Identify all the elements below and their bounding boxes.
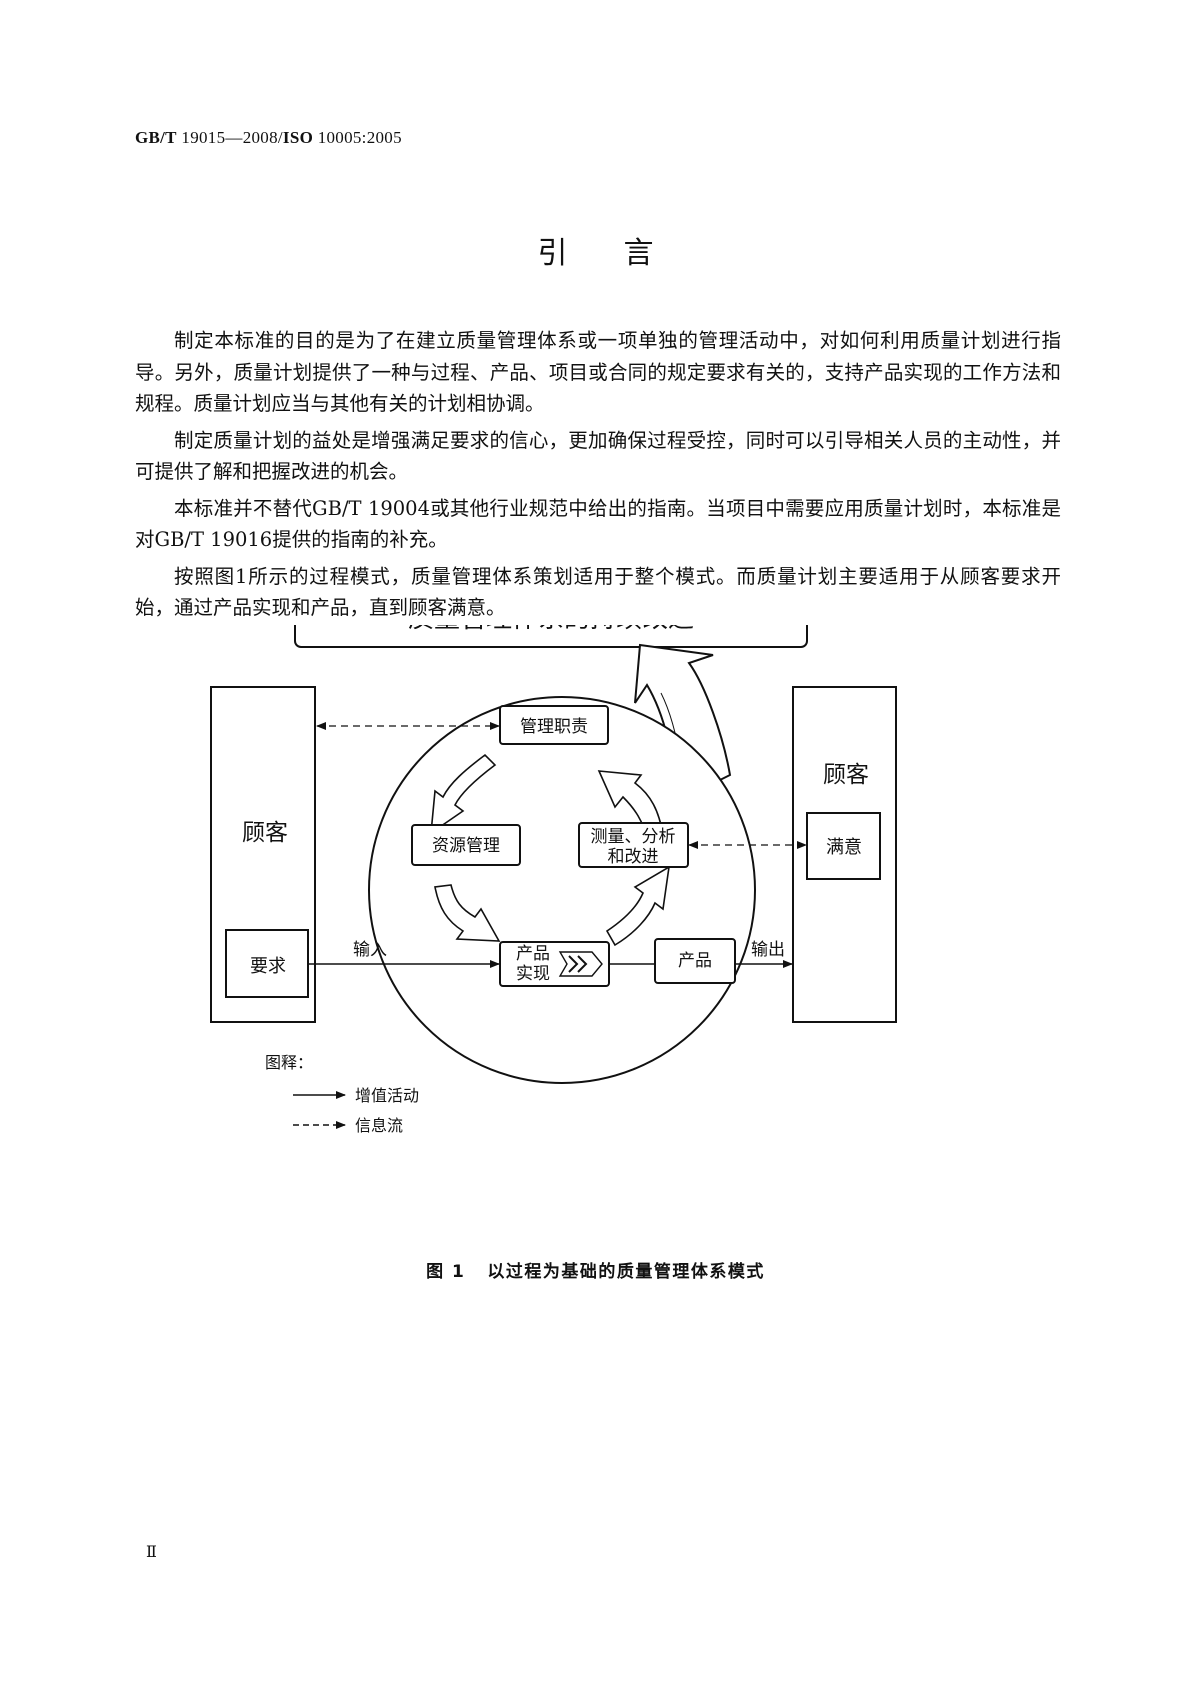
continual-improvement-banner: 质量管理体系的持续改进 bbox=[294, 586, 808, 648]
left-customer-label: 顾客 bbox=[242, 820, 288, 846]
satisfaction-label: 满意 bbox=[826, 837, 862, 858]
legend-info-flow: 信息流 bbox=[355, 1116, 403, 1135]
cycle-arrow-bottom-left-icon bbox=[434, 884, 501, 942]
legend: 图释： 增值活动 信息流 bbox=[265, 1053, 419, 1135]
cycle-arrow-bottom-right-icon bbox=[605, 865, 671, 947]
process-model-diagram: 质量管理体系的持续改进 顾客 要求 顾客 满意 管理职责 资源管理 测量、分析 bbox=[195, 586, 995, 1189]
standard-code: 19015—2008/ bbox=[181, 128, 283, 147]
right-customer-label: 顾客 bbox=[823, 762, 869, 788]
figure-title: 以过程为基础的质量管理体系模式 bbox=[487, 1262, 765, 1282]
standard-prefix: GB/T bbox=[135, 128, 177, 147]
product-realization-box: 产品 实现 bbox=[499, 941, 610, 987]
product-label: 产品 bbox=[678, 951, 712, 971]
product-realization-line-1: 产品 bbox=[516, 944, 550, 964]
legend-title: 图释： bbox=[265, 1053, 313, 1072]
requirements-label: 要求 bbox=[250, 956, 286, 977]
measurement-line-2: 和改进 bbox=[608, 847, 659, 867]
chevron-arrows-icon bbox=[558, 951, 603, 977]
cycle-arrow-top-left-icon bbox=[430, 753, 497, 835]
paragraph-1: 制定本标准的目的是为了在建立质量管理体系或一项单独的管理活动中，对如何利用质量计… bbox=[135, 329, 1061, 415]
input-label: 输入 bbox=[353, 940, 387, 960]
legend-value-added: 增值活动 bbox=[355, 1086, 419, 1105]
left-customer-panel: 顾客 要求 bbox=[210, 686, 316, 1023]
resource-management-label: 资源管理 bbox=[432, 836, 500, 856]
paragraph-2: 制定质量计划的益处是增强满足要求的信心，更加确保过程受控，同时可以引导相关人员的… bbox=[135, 428, 1061, 484]
product-realization-line-2: 实现 bbox=[516, 964, 550, 984]
standard-header: GB/T 19015—2008/ISO 10005:2005 bbox=[135, 128, 402, 148]
iso-code: 10005:2005 bbox=[317, 128, 402, 147]
management-responsibility-label: 管理职责 bbox=[520, 717, 588, 737]
product-box: 产品 bbox=[654, 938, 736, 984]
page-number: Ⅱ bbox=[146, 1542, 157, 1561]
measurement-analysis-box: 测量、分析 和改进 bbox=[578, 822, 689, 868]
paragraph-4: 按照图1所示的过程模式，质量管理体系策划适用于整个模式。而质量计划主要适用于从顾… bbox=[135, 564, 1061, 620]
figure-number: 图 1 bbox=[426, 1262, 466, 1282]
banner-text: 质量管理体系的持续改进 bbox=[408, 625, 694, 634]
process-cycle-circle bbox=[368, 696, 756, 1084]
section-title: 引言 bbox=[537, 236, 710, 271]
resource-management-box: 资源管理 bbox=[411, 824, 521, 866]
figure-caption: 图 1 以过程为基础的质量管理体系模式 bbox=[0, 1257, 1191, 1282]
right-customer-panel: 顾客 满意 bbox=[792, 686, 897, 1023]
management-responsibility-box: 管理职责 bbox=[499, 705, 609, 745]
introduction-body: 制定本标准的目的是为了在建立质量管理体系或一项单独的管理活动中，对如何利用质量计… bbox=[135, 325, 1061, 629]
output-label: 输出 bbox=[751, 940, 785, 960]
paragraph-3: 本标准并不替代GB/T 19004或其他行业规范中给出的指南。当项目中需要应用质… bbox=[135, 496, 1061, 552]
measurement-line-1: 测量、分析 bbox=[591, 827, 676, 847]
iso-prefix: ISO bbox=[282, 128, 314, 147]
